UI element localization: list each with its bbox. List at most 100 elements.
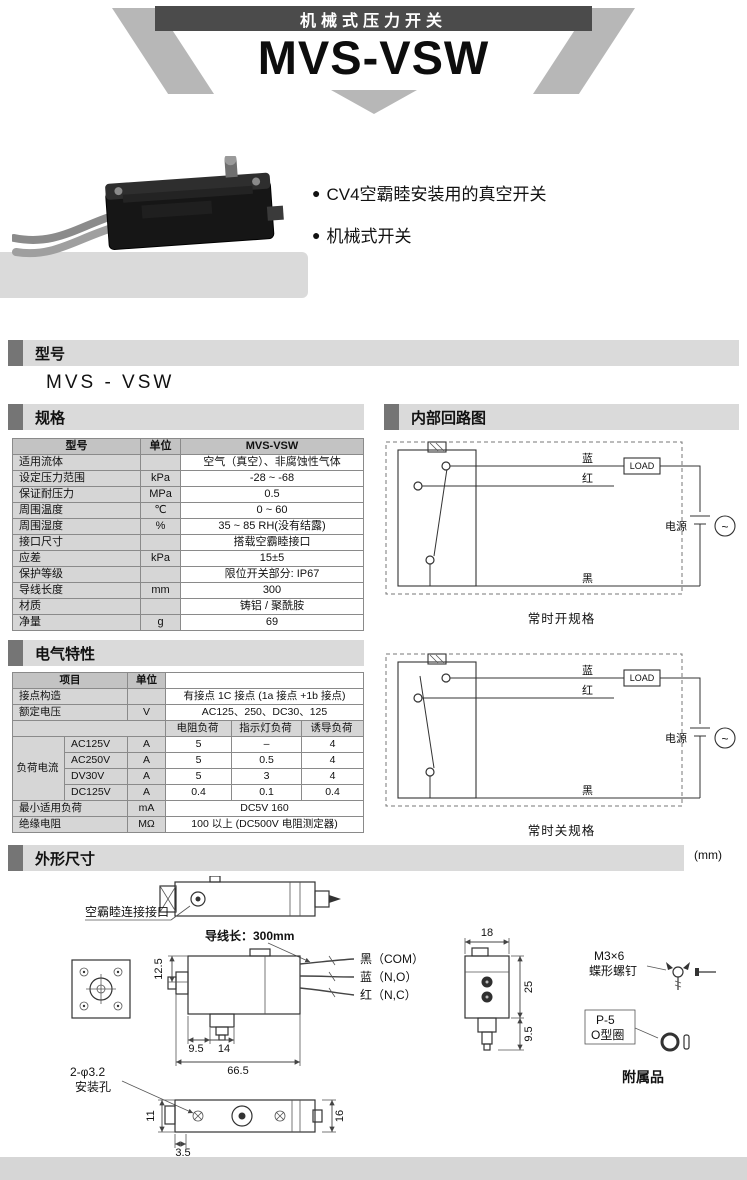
circuit-diagram-normally-open: LOAD 蓝 红 黑 电源 ~ 常时开规格 xyxy=(384,438,739,627)
wing-screw-label-line1: M3×6 xyxy=(594,949,625,963)
cable xyxy=(12,212,116,244)
cell: 3 xyxy=(231,768,302,785)
spec-row: 周围湿度%35 ~ 85 RH(没有结露) xyxy=(12,518,364,535)
diagram-caption: 常时开规格 xyxy=(527,612,596,626)
dim-9-5-b: 9.5 xyxy=(523,1026,535,1041)
section-square-icon xyxy=(8,845,23,871)
feature-text: 机械式开关 xyxy=(326,227,412,246)
power-label: 电源 xyxy=(665,519,687,533)
wing-screw-label-line2: 蝶形螺钉 xyxy=(589,963,637,978)
bullet-icon: ● xyxy=(312,226,321,243)
bottom-view xyxy=(164,1099,323,1133)
cell: -28 ~ -68 xyxy=(180,470,364,487)
cell: 保护等级 xyxy=(12,566,141,583)
cell: MΩ xyxy=(127,816,166,833)
cell: DC5V 160 xyxy=(165,800,364,817)
switch-body xyxy=(105,156,284,251)
cell: mm xyxy=(140,582,181,599)
header-down-arrow-decoration xyxy=(331,90,417,114)
col-blank xyxy=(165,672,364,689)
cell xyxy=(140,598,181,615)
cell: 设定压力范围 xyxy=(12,470,141,487)
hole-label-line1: 2-φ3.2 xyxy=(70,1065,105,1079)
cell: A xyxy=(127,752,166,769)
cell: V xyxy=(127,704,166,721)
accessories: M3×6 蝶形螺钉 P-5 O型圈 附属品 xyxy=(584,949,716,1085)
section-title: 规格 xyxy=(23,404,364,430)
elec-row: DV30V A 5 3 4 xyxy=(13,768,364,785)
wire-black-label: 黑 xyxy=(582,572,593,585)
cell: 限位开关部分: IP67 xyxy=(180,566,364,583)
circuit-svg: LOAD 蓝 红 黑 电源 ~ xyxy=(385,653,736,807)
dimension-drawing: 空霸睦连接接口 导线长：300mm xyxy=(70,876,716,1158)
cell: 4 xyxy=(301,752,364,769)
page-title: MVS-VSW xyxy=(257,31,490,84)
cell: 指示灯负荷 xyxy=(231,720,302,737)
cell: DV30V xyxy=(64,768,128,785)
front-view xyxy=(464,947,510,1051)
power-label: 电源 xyxy=(665,731,687,745)
cell: 接点构造 xyxy=(12,688,128,705)
feature-item: ● 机械式开关 xyxy=(312,222,547,247)
cell: MPa xyxy=(140,486,181,503)
spec-header-row: 型号 单位 MVS-VSW xyxy=(12,438,364,455)
section-square-icon xyxy=(8,640,23,666)
circuit-diagram-normally-closed: LOAD 蓝 红 黑 电源 ~ 常时关规格 xyxy=(384,650,739,839)
cell: 电阻负荷 xyxy=(165,720,232,737)
cell xyxy=(12,720,166,737)
cell: 100 以上 (DC500V 电阻测定器) xyxy=(165,816,364,833)
cell: 绝缘电阻 xyxy=(12,816,128,833)
spec-row: 材质铸铝 / 聚酰胺 xyxy=(12,598,364,615)
cell: 0.4 xyxy=(301,784,364,801)
cell: 4 xyxy=(301,768,364,785)
cell: 0.5 xyxy=(231,752,302,769)
spec-row: 保护等级 限位开关部分: IP67 xyxy=(12,566,364,583)
photo-background-band xyxy=(0,252,308,298)
lead-length-label: 导线长：300mm xyxy=(205,928,294,943)
cell xyxy=(140,454,181,471)
cell: AC125、250、DC30、125 xyxy=(165,704,364,721)
load-label: LOAD xyxy=(630,461,655,471)
cell: A xyxy=(127,736,166,753)
footer-band xyxy=(0,1157,747,1180)
cell-load-current: 负荷电流 xyxy=(12,736,65,801)
diagram-caption: 常时关规格 xyxy=(527,824,596,838)
electrical-table: 项目 单位 接点构造 有接点 1C 接点 (1a 接点 +1b 接点) 额定电压… xyxy=(12,672,364,833)
dim-16: 16 xyxy=(334,1110,346,1122)
ac-symbol: ~ xyxy=(721,520,728,534)
cell: AC250V xyxy=(64,752,128,769)
dim-66-5: 66.5 xyxy=(227,1065,248,1077)
cell: A xyxy=(127,768,166,785)
oring-label-line2: O型圈 xyxy=(591,1028,624,1042)
category-banner: 机械式压力开关 xyxy=(155,6,592,31)
wire-black-label: 黑 xyxy=(582,784,593,797)
feature-bullets: ● CV4空霸睦安装用的真空开关 ● 机械式开关 xyxy=(312,180,547,247)
section-header-dimensions: 外形尺寸 xyxy=(8,845,684,871)
feature-item: ● CV4空霸睦安装用的真空开关 xyxy=(312,180,547,205)
wire-blue-no-label: 蓝（N,O） xyxy=(360,970,417,984)
wire-blue-label: 蓝 xyxy=(582,452,593,465)
bullet-icon: ● xyxy=(312,184,321,201)
section-header-electrical: 电气特性 xyxy=(8,640,364,666)
accessory-label: 附属品 xyxy=(622,1069,664,1085)
cell: 35 ~ 85 RH(没有结露) xyxy=(180,518,364,535)
elec-row: 接点构造 有接点 1C 接点 (1a 接点 +1b 接点) xyxy=(12,688,364,705)
elec-row: DC125V A 0.4 0.1 0.4 xyxy=(13,784,364,801)
cell: 诱导负荷 xyxy=(301,720,364,737)
cell: 应差 xyxy=(12,550,141,567)
section-title: 外形尺寸 xyxy=(23,845,684,871)
spec-row: 接口尺寸搭载空霸睦接口 xyxy=(12,534,364,551)
oring-label-line1: P-5 xyxy=(596,1013,615,1027)
cell: – xyxy=(231,736,302,753)
dim-11: 11 xyxy=(145,1110,157,1121)
section-square-icon xyxy=(8,340,23,366)
cell: 5 xyxy=(165,752,232,769)
elec-subheader-row: 电阻负荷 指示灯负荷 诱导负荷 xyxy=(12,720,364,737)
load-label: LOAD xyxy=(630,673,655,683)
cell: 0.4 xyxy=(165,784,232,801)
